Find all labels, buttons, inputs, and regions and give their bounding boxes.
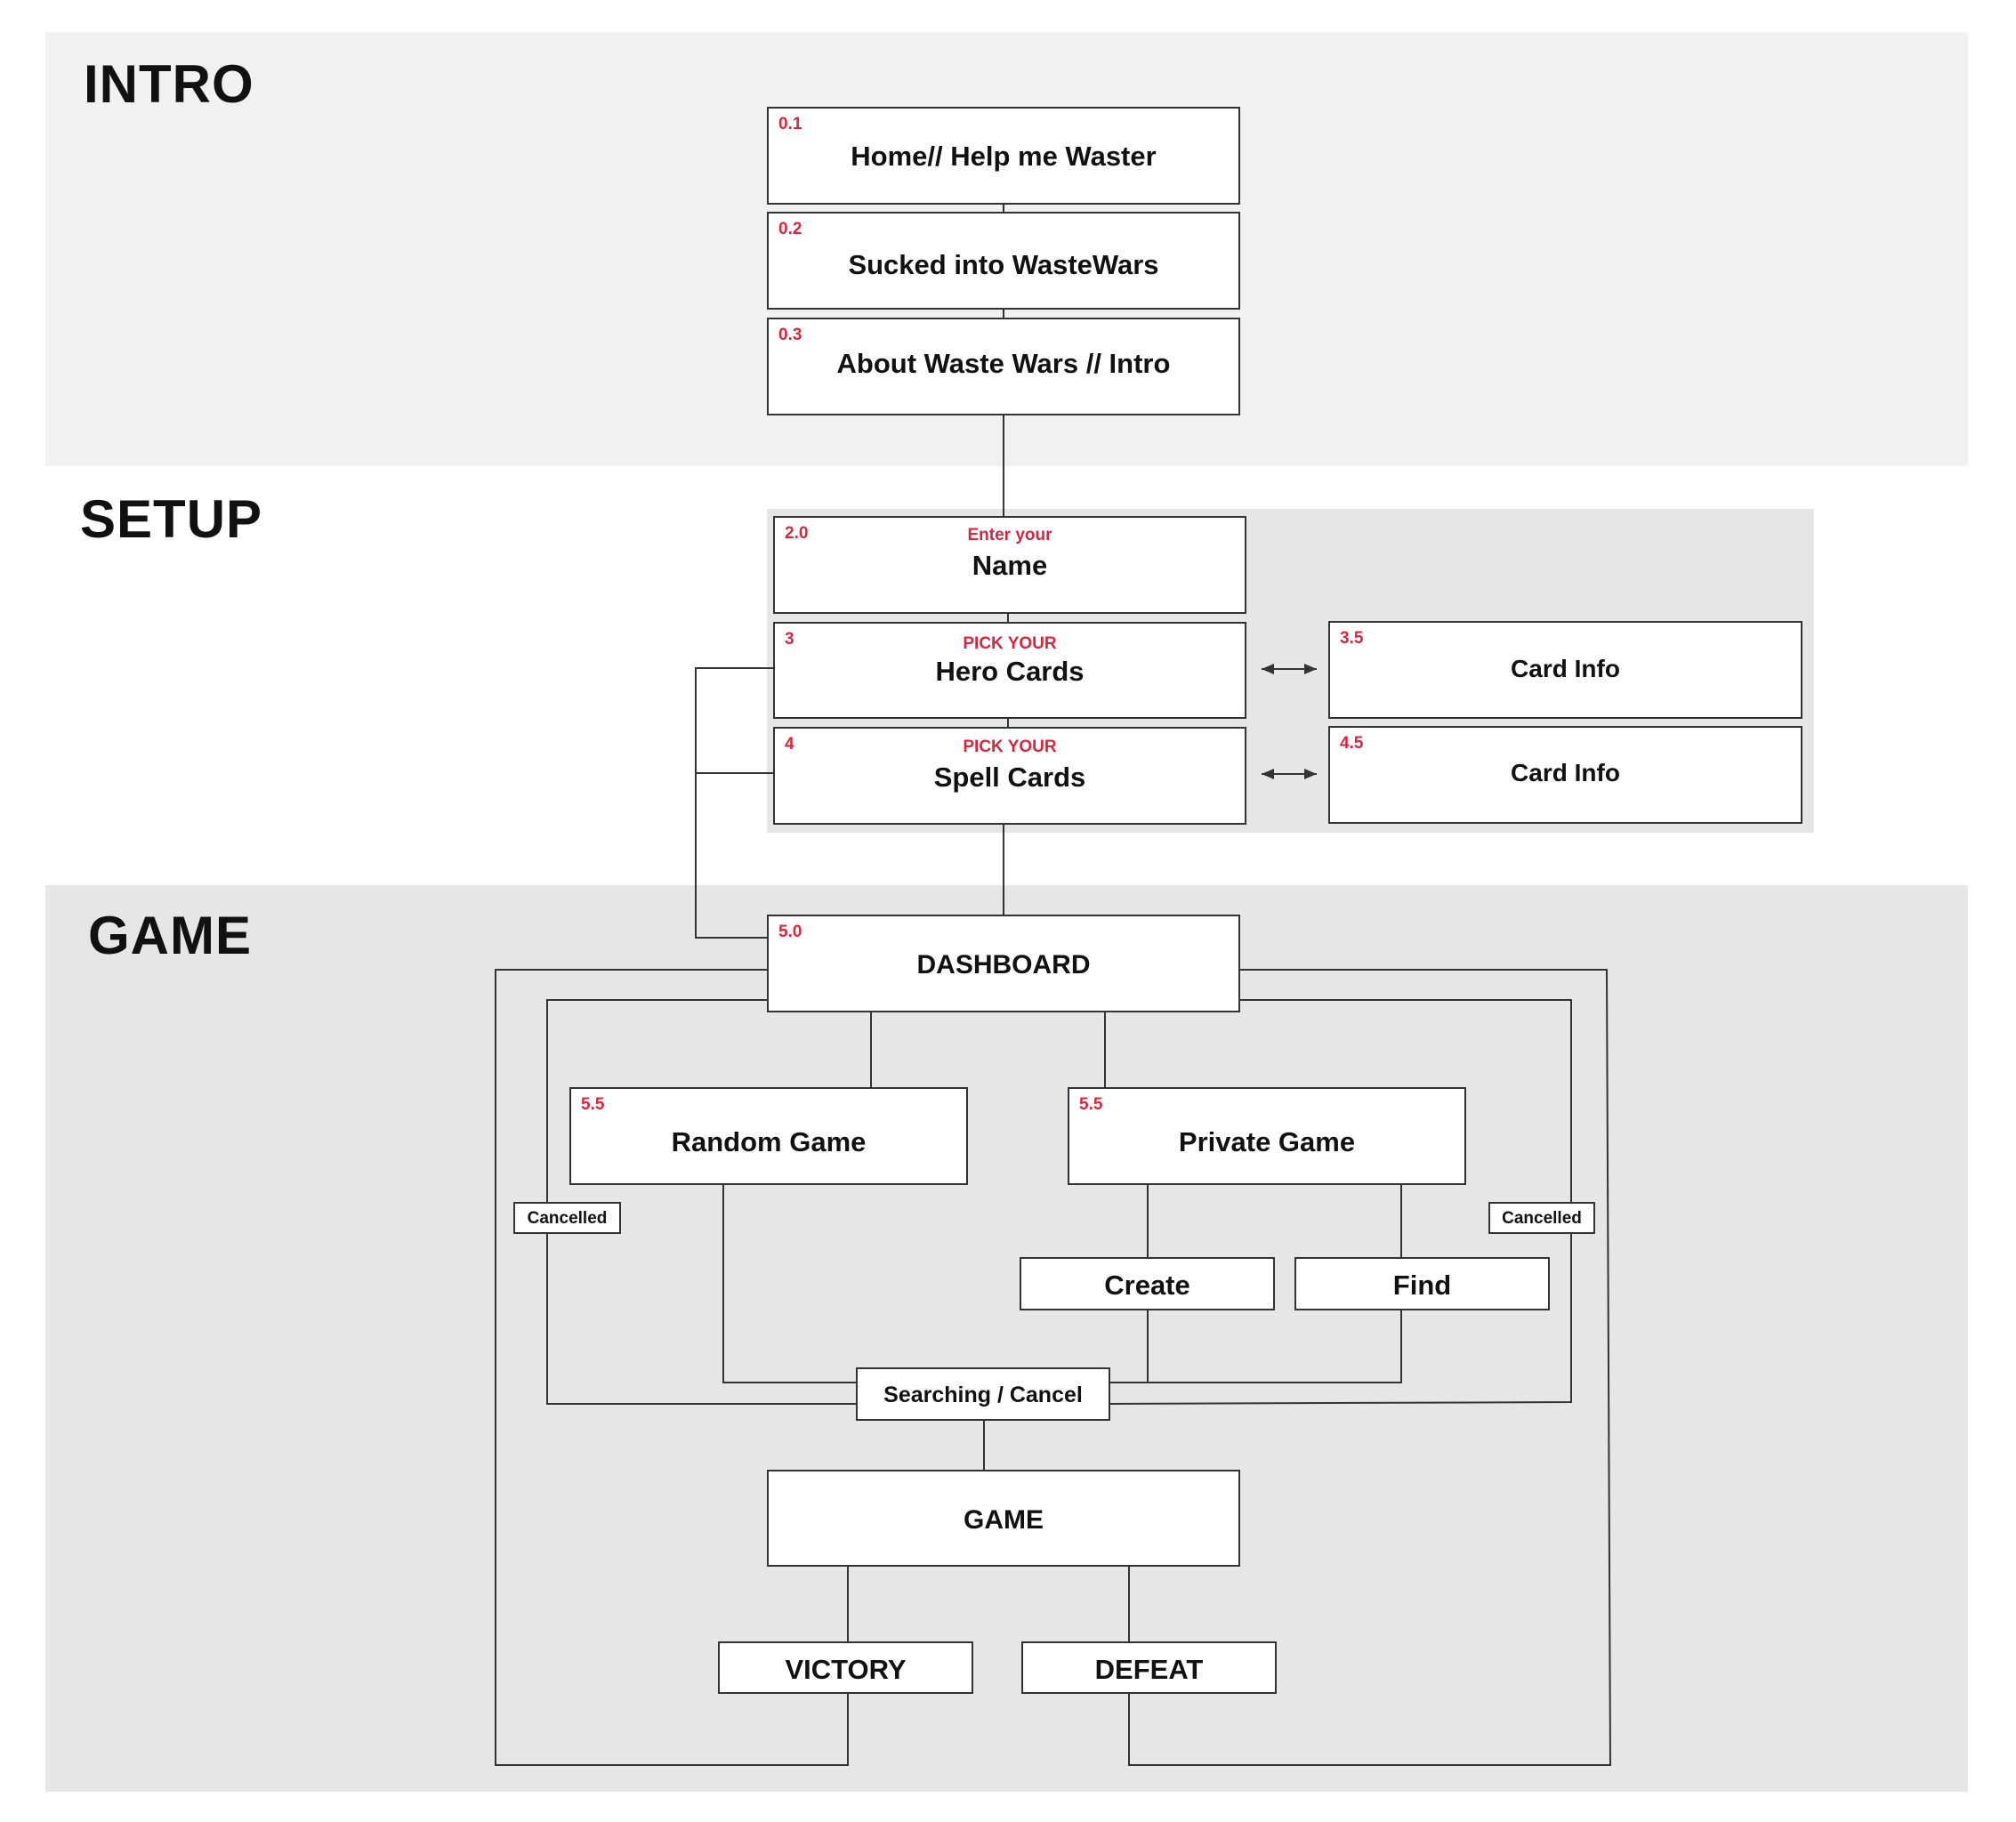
- node-victory[interactable]: VICTORY: [718, 1641, 973, 1694]
- node-number: 4: [785, 735, 794, 754]
- node-label: Spell Cards: [933, 762, 1086, 793]
- node-dashboard[interactable]: 5.0 DASHBOARD: [767, 915, 1240, 1012]
- connector-defeat-return: [1128, 969, 1612, 1766]
- node-find[interactable]: Find: [1294, 1257, 1550, 1310]
- node-prefix: PICK YOUR: [963, 738, 1057, 756]
- node-enter-name[interactable]: 2.0 Enter your Name: [773, 516, 1246, 614]
- node-number: 2.0: [785, 524, 809, 543]
- node-label: Card Info: [1511, 759, 1620, 786]
- node-card-info-hero[interactable]: 3.5 Card Info: [1328, 621, 1802, 719]
- node-sucked-into-wastewars[interactable]: 0.2 Sucked into WasteWars: [767, 212, 1240, 310]
- node-label: About Waste Wars // Intro: [836, 348, 1171, 379]
- node-searching-cancel[interactable]: Searching / Cancel: [856, 1367, 1110, 1421]
- connector-find-searching: [1148, 1310, 1402, 1383]
- game-section-band: [45, 885, 1968, 1792]
- node-label: Hero Cards: [935, 656, 1085, 687]
- node-label: Name: [972, 550, 1048, 581]
- connector-cards-to-dashboard: [695, 667, 773, 939]
- node-label: VICTORY: [785, 1654, 907, 1685]
- node-home[interactable]: 0.1 Home// Help me Waster: [767, 107, 1240, 205]
- node-label: Random Game: [671, 1126, 867, 1157]
- connector-create-searching: [1109, 1310, 1149, 1383]
- connector-victory-return: [495, 969, 849, 1766]
- node-private-game[interactable]: 5.5 Private Game: [1068, 1087, 1466, 1185]
- node-number: 0.1: [778, 115, 802, 133]
- node-defeat[interactable]: DEFEAT: [1021, 1641, 1277, 1694]
- node-number: 3: [785, 630, 794, 649]
- connector-random-searching: [722, 1185, 856, 1383]
- connector-cancelled-right-loop: [1108, 999, 1572, 1405]
- node-label: Cancelled: [527, 1209, 608, 1228]
- node-label: Create: [1104, 1270, 1190, 1301]
- node-number: 3.5: [1340, 629, 1364, 648]
- node-label: Cancelled: [1502, 1209, 1582, 1228]
- node-card-info-spell[interactable]: 4.5 Card Info: [1328, 726, 1802, 824]
- node-label: Card Info: [1511, 655, 1620, 682]
- node-label: Private Game: [1178, 1126, 1356, 1157]
- node-number: 0.3: [778, 326, 802, 344]
- section-title-game: GAME: [88, 906, 252, 965]
- node-label: Searching / Cancel: [883, 1383, 1083, 1407]
- node-number: 0.2: [778, 220, 802, 238]
- node-label: Home// Help me Waster: [851, 141, 1157, 172]
- section-title-setup: SETUP: [80, 489, 263, 549]
- node-cancelled-left[interactable]: Cancelled: [513, 1202, 621, 1234]
- node-label: DASHBOARD: [916, 950, 1091, 980]
- node-cancelled-right[interactable]: Cancelled: [1488, 1202, 1595, 1234]
- node-spell-cards[interactable]: 4 PICK YOUR Spell Cards: [773, 727, 1246, 825]
- section-title-intro: INTRO: [84, 54, 254, 114]
- node-create[interactable]: Create: [1020, 1257, 1275, 1310]
- node-random-game[interactable]: 5.5 Random Game: [569, 1087, 968, 1185]
- node-label: Find: [1392, 1270, 1452, 1301]
- node-prefix: PICK YOUR: [963, 634, 1057, 653]
- node-prefix: Enter your: [967, 526, 1052, 544]
- node-label: Sucked into WasteWars: [848, 249, 1159, 280]
- node-number: 4.5: [1340, 734, 1364, 753]
- node-label: DEFEAT: [1094, 1654, 1204, 1685]
- node-number: 5.5: [581, 1095, 605, 1114]
- node-game[interactable]: GAME: [767, 1470, 1240, 1567]
- node-number: 5.5: [1079, 1095, 1103, 1114]
- node-label: GAME: [964, 1505, 1044, 1535]
- node-number: 5.0: [778, 923, 802, 941]
- node-about-waste-wars[interactable]: 0.3 About Waste Wars // Intro: [767, 318, 1240, 415]
- node-hero-cards[interactable]: 3 PICK YOUR Hero Cards: [773, 622, 1246, 719]
